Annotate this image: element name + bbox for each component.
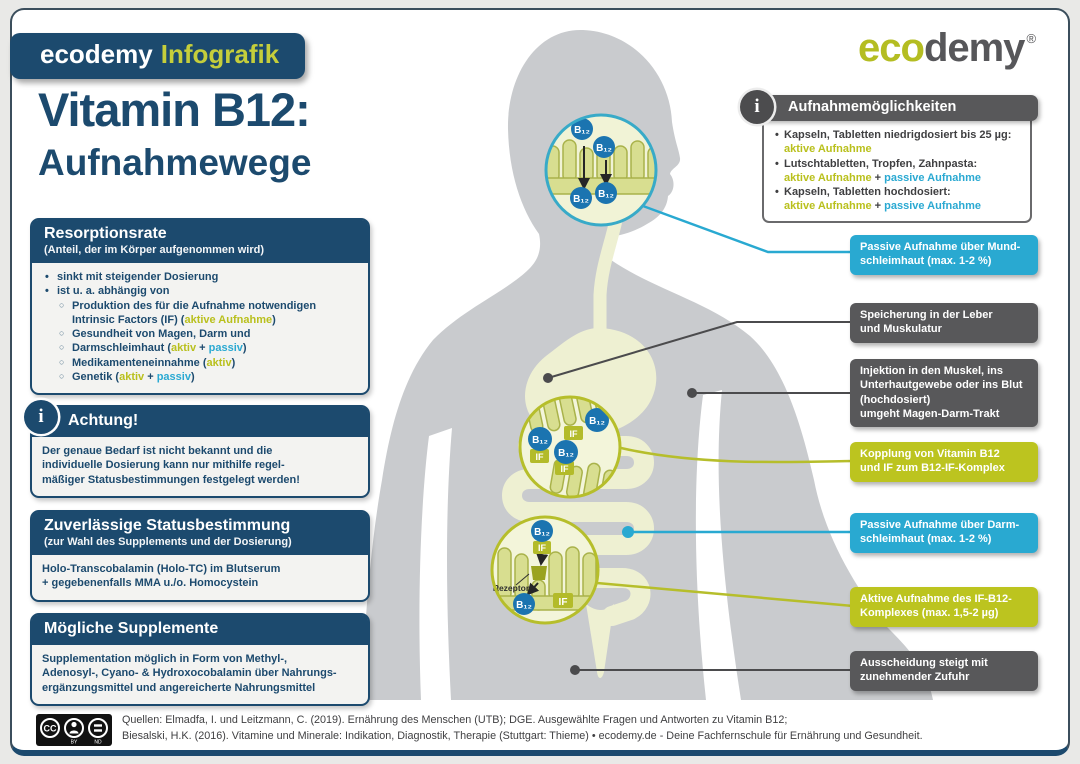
resorption-sub-1: Produktion des für die Aufnahme notwendi…	[57, 299, 358, 328]
callout-kopplung: Kopplung von Vitamin B12 und IF zum B12-…	[850, 442, 1038, 482]
cc-by-icon	[64, 718, 84, 738]
achtung-header: i Achtung!	[24, 400, 368, 437]
achtung-title: Achtung!	[68, 412, 139, 429]
sources-line-2: Biesalski, H.K. (2016). Vitamine und Min…	[122, 730, 923, 743]
badge-suffix: Infografik	[160, 39, 280, 69]
ecodemy-logo: ecodemy®	[858, 26, 1036, 71]
callout-ausscheidung: Ausscheidung steigt mit zunehmender Zufu…	[850, 651, 1038, 691]
aufnahme-item-3: Kapseln, Tabletten hochdosiert: aktive A…	[772, 185, 1026, 214]
status-header: Zuverlässige Statusbestimmung (zur Wahl …	[32, 512, 368, 555]
resorption-title: Resorptionsrate	[44, 225, 167, 242]
sources-line-1: Quellen: Elmadfa, I. und Leitzmann, C. (…	[122, 714, 788, 726]
logo-eco: eco	[858, 26, 925, 70]
resorption-bullet-1: sinkt mit steigender Dosierung	[42, 270, 358, 285]
aufnahme-box: i Aufnahmemöglichkeiten Kapseln, Tablett…	[740, 90, 1038, 223]
status-box: Zuverlässige Statusbestimmung (zur Wahl …	[30, 510, 370, 602]
cc-nd-label: ND	[94, 740, 102, 746]
achtung-body: Der genaue Bedarf ist nicht bekannt und …	[42, 445, 300, 486]
achtung-box: i Achtung! Der genaue Bedarf ist nicht b…	[24, 400, 370, 498]
logo-demy: demy	[923, 26, 1025, 70]
cc-license-badge: CC BY ND	[36, 714, 112, 746]
supplemente-box: Mögliche Supplemente Supplementation mög…	[30, 613, 370, 706]
aufnahme-item-1: Kapseln, Tabletten niedrigdosiert bis 25…	[772, 128, 1026, 157]
resorption-sub-5: Genetik (aktiv + passiv)	[57, 370, 358, 384]
resorption-bullet-2: ist u. a. abhängig von Produktion des fü…	[42, 284, 358, 384]
info-icon: i	[740, 90, 774, 124]
status-body: Holo-Transcobalamin (Holo-TC) im Blutser…	[42, 563, 281, 590]
page-title: Vitamin B12: Aufnahmewege	[38, 82, 311, 184]
logo-registered-mark: ®	[1026, 31, 1036, 46]
status-subtitle: (zur Wahl des Supplements und der Dosier…	[44, 536, 292, 548]
resorption-header: Resorptionsrate (Anteil, der im Körper a…	[32, 220, 368, 263]
callout-injektion: Injektion in den Muskel, ins Unterhautge…	[850, 359, 1038, 428]
aufnahme-title: Aufnahmemöglichkeiten	[788, 99, 957, 115]
aufnahme-item-2: Lutschtabletten, Tropfen, Zahnpasta: akt…	[772, 157, 1026, 186]
resorption-subtitle: (Anteil, der im Körper aufgenommen wird)	[44, 244, 265, 256]
cc-nd-icon	[88, 718, 108, 738]
aufnahme-header: i Aufnahmemöglichkeiten	[740, 90, 1038, 124]
cc-by-label: BY	[71, 740, 78, 746]
supplemente-body: Supplementation möglich in Form von Meth…	[42, 653, 337, 694]
sources-text: Quellen: Elmadfa, I. und Leitzmann, C. (…	[122, 712, 923, 744]
svg-text:CC: CC	[44, 724, 57, 734]
callout-aktiv: Aktive Aufnahme des IF-B12- Komplexes (m…	[850, 587, 1038, 627]
resorption-body: sinkt mit steigender Dosierung ist u. a.…	[32, 263, 368, 393]
supplemente-title: Mögliche Supplemente	[44, 620, 219, 637]
cc-icon	[40, 718, 60, 738]
supplemente-header: Mögliche Supplemente	[32, 615, 368, 645]
status-title: Zuverlässige Statusbestimmung	[44, 517, 291, 534]
resorption-sub-4: Medikamenteneinnahme (aktiv)	[57, 356, 358, 370]
callout-speicherung: Speicherung in der Leber und Muskulatur	[850, 303, 1038, 343]
resorption-sub-2: Gesundheit von Magen, Darm und	[57, 327, 358, 341]
resorption-box: Resorptionsrate (Anteil, der im Körper a…	[30, 218, 370, 396]
badge-brand: ecodemy	[40, 39, 153, 69]
title-line2: Aufnahmewege	[38, 142, 312, 183]
callout-darm: Passive Aufnahme über Darm- schleimhaut …	[850, 513, 1038, 553]
info-icon: i	[24, 400, 58, 434]
callout-mund: Passive Aufnahme über Mund- schleimhaut …	[850, 235, 1038, 275]
title-line1: Vitamin B12:	[38, 83, 311, 136]
aufnahme-body: Kapseln, Tabletten niedrigdosiert bis 25…	[762, 118, 1032, 223]
resorption-sub-3: Darmschleimhaut (aktiv + passiv)	[57, 341, 358, 355]
